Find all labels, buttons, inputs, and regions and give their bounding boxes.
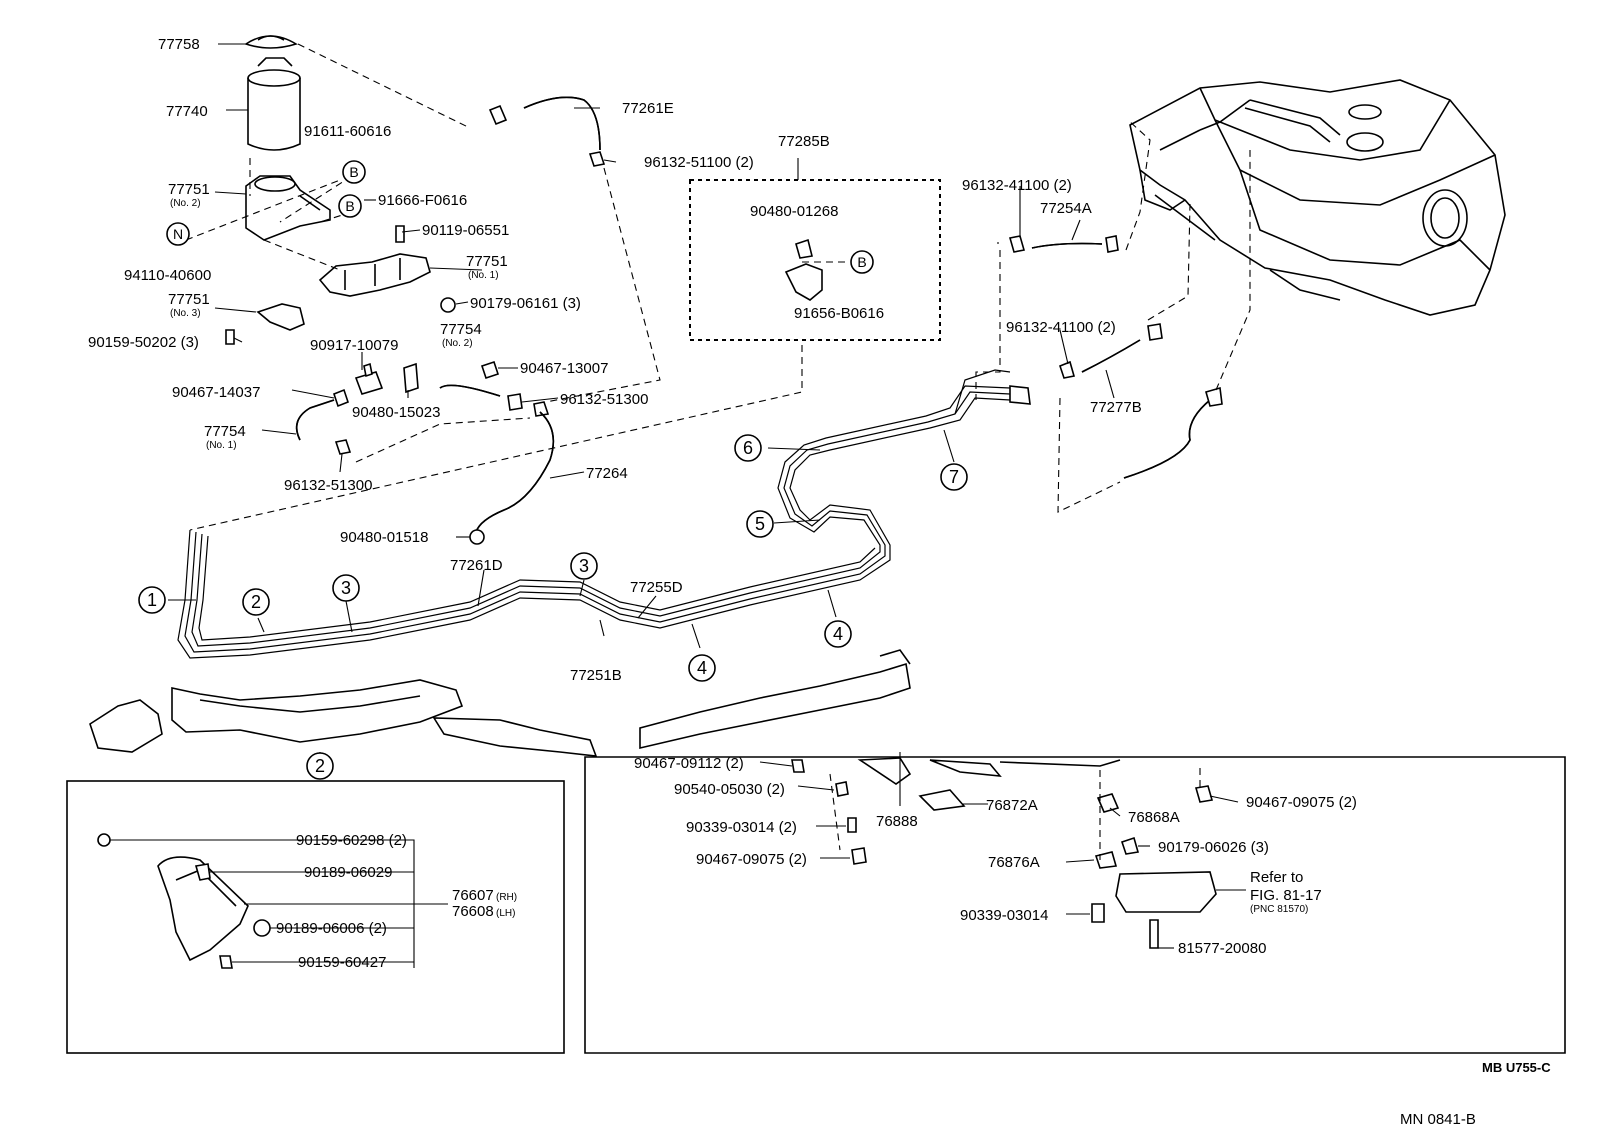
callout-3-left: 3	[341, 578, 351, 598]
label-90480-01268: 90480-01268	[750, 203, 838, 220]
label-77754-no1: 77754	[204, 423, 246, 440]
label-96132-51300-right: 96132-51300	[560, 391, 648, 408]
label-90339-03014-right: 90339-03014	[960, 907, 1048, 924]
label-77751-no2: 77751	[168, 181, 210, 198]
label-77754-no2: 77754	[440, 321, 482, 338]
label-77754-no2-sub: (No. 2)	[442, 338, 473, 349]
label-90917-10079: 90917-10079	[310, 337, 398, 354]
label-77751-no1: 77751	[466, 253, 508, 270]
label-94110-40600: 94110-40600	[124, 267, 211, 284]
callout-5: 5	[755, 514, 765, 534]
callout-2-line: 2	[251, 592, 261, 612]
callout-4-center: 4	[697, 658, 707, 678]
callout-6: 6	[743, 438, 753, 458]
letter-b-1: B	[349, 164, 358, 180]
label-77255d: 77255D	[630, 579, 683, 596]
label-90467-09075-right: 90467-09075 (2)	[1246, 794, 1357, 811]
label-refer-fig: FIG. 81-17	[1250, 887, 1322, 904]
evap-bracket-kit-frame	[689, 179, 941, 341]
label-77254a: 77254A	[1040, 200, 1092, 217]
callout-3-center: 3	[579, 556, 589, 576]
label-refer-pnc: (PNC 81570)	[1250, 904, 1308, 915]
underbody-protectors	[89, 649, 911, 757]
label-91656-b0616: 91656-B0616	[794, 305, 884, 322]
label-90189-06029: 90189-06029	[304, 864, 392, 881]
label-77751-no3-sub: (No. 3)	[170, 308, 201, 319]
label-76876a: 76876A	[988, 854, 1040, 871]
label-77261d: 77261D	[450, 557, 503, 574]
label-76888: 76888	[876, 813, 918, 830]
label-90179-06026: 90179-06026 (3)	[1158, 839, 1269, 856]
letter-n: N	[173, 226, 183, 242]
label-90179-06161: 90179-06161 (3)	[470, 295, 581, 312]
label-90467-09112: 90467-09112 (2)	[634, 755, 744, 772]
label-90467-14037: 90467-14037	[172, 384, 260, 401]
mudguard-inset-frame	[66, 780, 565, 1054]
label-77754-no1-sub: (No. 1)	[206, 440, 237, 451]
label-77251b: 77251B	[570, 667, 622, 684]
label-90467-13007: 90467-13007	[520, 360, 608, 377]
fuel-lines	[177, 369, 1031, 659]
label-90159-60427: 90159-60427	[298, 954, 386, 971]
label-90189-06006: 90189-06006 (2)	[276, 920, 387, 937]
callout-circles	[138, 160, 968, 780]
rear-bumper-parts	[791, 757, 1217, 949]
label-90339-03014-left: 90339-03014 (2)	[686, 819, 797, 836]
label-91611-60616: 91611-60616	[304, 123, 391, 140]
label-76608-side: (LH)	[496, 908, 515, 919]
callout-1: 1	[147, 590, 157, 610]
label-96132-51300-bottom: 96132-51300	[284, 477, 372, 494]
label-90480-01518: 90480-01518	[340, 529, 428, 546]
code-mb-u755-c: MB U755-C	[1482, 1060, 1551, 1075]
label-76868a: 76868A	[1128, 809, 1180, 826]
label-77285b: 77285B	[778, 133, 830, 150]
label-90159-50202: 90159-50202 (3)	[88, 334, 199, 351]
label-96132-51100: 96132-51100 (2)	[644, 154, 754, 171]
label-refer-to: Refer to	[1250, 869, 1303, 886]
fuel-tank	[1129, 79, 1506, 316]
label-90480-15023: 90480-15023	[352, 404, 440, 421]
label-77751-no3: 77751	[168, 291, 210, 308]
label-90119-06551: 90119-06551	[422, 222, 509, 239]
label-77758: 77758	[158, 36, 200, 53]
label-77740: 77740	[166, 103, 208, 120]
label-96132-41100-bottom: 96132-41100 (2)	[1006, 319, 1116, 336]
label-91666-f0616: 91666-F0616	[378, 192, 467, 209]
label-77277b: 77277B	[1090, 399, 1142, 416]
assembly-dash-lines	[185, 43, 1251, 860]
label-76607: 76607	[452, 887, 494, 904]
label-96132-41100-top: 96132-41100 (2)	[962, 177, 1072, 194]
charcoal-canister-parts	[225, 35, 1223, 545]
callout-7: 7	[949, 467, 959, 487]
mudguard-parts	[97, 833, 271, 969]
label-81577-20080: 81577-20080	[1178, 940, 1266, 957]
letter-b-2: B	[345, 198, 354, 214]
label-76872a: 76872A	[986, 797, 1038, 814]
label-90159-60298: 90159-60298 (2)	[296, 832, 407, 849]
rear-bumper-inset-frame	[584, 756, 1566, 1054]
label-77264: 77264	[586, 465, 628, 482]
callout-2-protector: 2	[315, 756, 325, 776]
leader-lines	[110, 43, 1246, 968]
label-77751-no1-sub: (No. 1)	[468, 270, 499, 281]
label-76607-side: (RH)	[496, 892, 517, 903]
label-77261e: 77261E	[622, 100, 674, 117]
callout-4-right: 4	[833, 624, 843, 644]
label-90467-09075-left: 90467-09075 (2)	[696, 851, 807, 868]
label-77751-no2-sub: (No. 2)	[170, 198, 201, 209]
code-mn-0841-b: MN 0841-B	[1400, 1111, 1476, 1128]
label-90540-05030: 90540-05030 (2)	[674, 781, 785, 798]
letter-b-3: B	[857, 254, 866, 270]
label-76608: 76608	[452, 903, 494, 920]
